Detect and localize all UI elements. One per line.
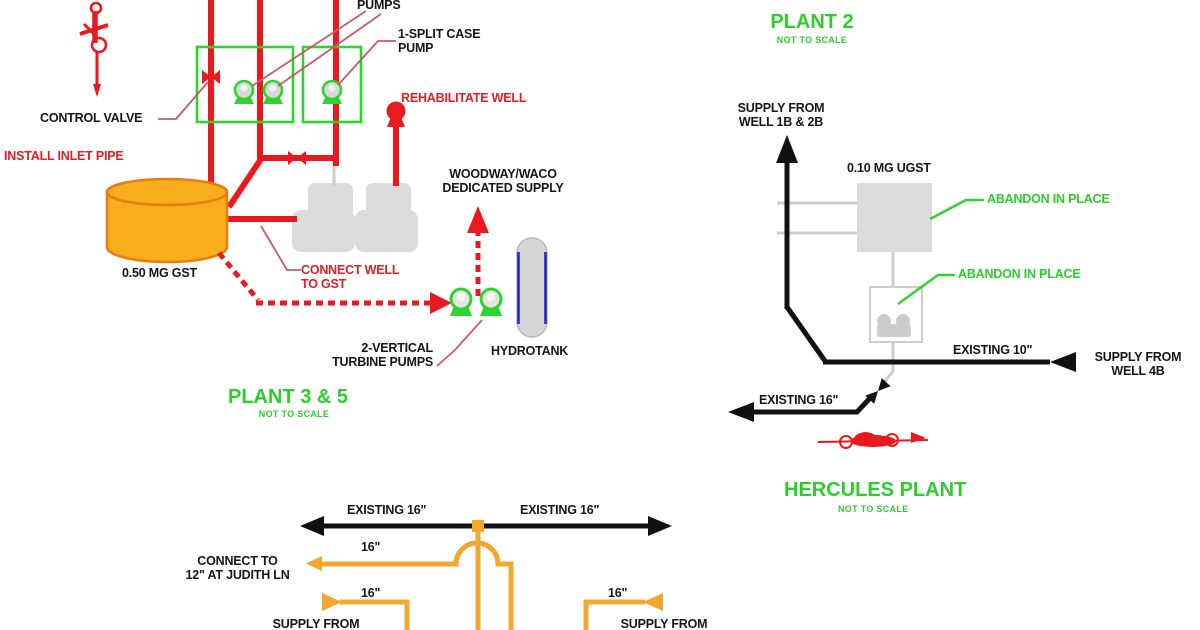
supply-from-right-label: SUPPLY FROM bbox=[620, 617, 708, 630]
hydrotank-label: HYDROTANK bbox=[491, 344, 569, 358]
supply-arrowhead-left bbox=[1050, 352, 1076, 372]
gst-tank bbox=[105, 177, 229, 264]
existing-10-label: EXISTING 10" bbox=[953, 343, 1033, 357]
split-case-pump-label: 1-SPLIT CASE PUMP bbox=[398, 27, 481, 55]
existing-16-plant2-label: EXISTING 16" bbox=[759, 393, 839, 407]
hercules-airplane-icon bbox=[817, 432, 929, 449]
turbine-pump-icon bbox=[479, 287, 503, 316]
existing-main-double-arrow bbox=[300, 516, 672, 536]
supply-from-left-label: SUPPLY FROM bbox=[272, 617, 360, 630]
pumps-label: PUMPS bbox=[357, 0, 401, 12]
split-case-pump-icon bbox=[321, 79, 343, 104]
connect-well-label: CONNECT WELL TO GST bbox=[301, 263, 400, 291]
judith-arrowhead bbox=[306, 556, 322, 571]
hydrotank-icon bbox=[516, 237, 548, 338]
yellow-distribution-pipes bbox=[320, 528, 645, 630]
proposed-dashed-pipe bbox=[217, 232, 481, 306]
abandon-leader-lines bbox=[897, 198, 984, 306]
ugst-label: 0.10 MG UGST bbox=[847, 161, 931, 175]
control-valve-icon bbox=[202, 70, 220, 84]
plant2-title: PLANT 2 bbox=[770, 11, 854, 33]
flow-arrowhead-up bbox=[467, 206, 489, 233]
abandoned-facilities bbox=[777, 183, 932, 386]
booster-pump-icon bbox=[262, 79, 284, 104]
turbine-pump-icon bbox=[449, 287, 473, 316]
plant35-scale-note: NOT TO SCALE bbox=[258, 409, 330, 419]
pipe-16a-label: 16" bbox=[361, 540, 381, 554]
hercules-title: HERCULES PLANT bbox=[784, 479, 967, 501]
install-inlet-pipe-label: INSTALL INLET PIPE bbox=[4, 149, 124, 163]
pump-station-boxes bbox=[195, 45, 363, 124]
pipe-16b-label: 16" bbox=[361, 586, 381, 600]
flow-arrowhead bbox=[430, 292, 452, 314]
woodway-supply-label: WOODWAY/WACO DEDICATED SUPPLY bbox=[442, 167, 564, 195]
hercules-scale-note: NOT TO SCALE bbox=[838, 504, 909, 514]
supply-well-4b-label: SUPPLY FROM WELL 4B bbox=[1094, 350, 1182, 378]
rehabilitate-well-pump-icon bbox=[386, 101, 406, 127]
pipe-16c-label: 16" bbox=[608, 586, 628, 600]
control-valve-label: CONTROL VALVE bbox=[40, 111, 143, 125]
supply-arrowhead-up bbox=[776, 135, 798, 163]
abandon-in-place-tank-label: ABANDON IN PLACE bbox=[987, 192, 1110, 206]
rehabilitate-well-label: REHABILITATE WELL bbox=[401, 91, 527, 105]
existing-16-left-label: EXISTING 16" bbox=[347, 503, 427, 517]
existing-clearwell-tanks bbox=[292, 160, 418, 252]
booster-pump-icon bbox=[233, 79, 255, 104]
plant35-title: PLANT 3 & 5 bbox=[228, 386, 349, 408]
supply-right-arrowhead bbox=[643, 593, 663, 611]
pipe-valve-icon bbox=[288, 151, 306, 165]
black-valve-icon bbox=[865, 378, 891, 404]
connect-judith-label: CONNECT TO 12" AT JUDITH LN bbox=[185, 554, 290, 582]
gst-label: 0.50 MG GST bbox=[122, 266, 197, 280]
abandon-in-place-pumps-label: ABANDON IN PLACE bbox=[958, 267, 1081, 281]
supply-well-1b2b-label: SUPPLY FROM WELL 1B & 2B bbox=[737, 101, 825, 129]
well-symbol-icon bbox=[79, 1, 109, 97]
ugst-tank bbox=[857, 183, 932, 252]
existing16-arrowhead bbox=[728, 402, 754, 422]
plant2-scale-note: NOT TO SCALE bbox=[776, 35, 848, 45]
leader-lines bbox=[158, 10, 483, 367]
pipe-junction bbox=[472, 520, 484, 532]
turbine-pumps-label: 2-VERTICAL TURBINE PUMPS bbox=[332, 341, 433, 369]
supply-left-arrowhead bbox=[322, 593, 342, 611]
existing-16-right-label: EXISTING 16" bbox=[520, 503, 600, 517]
